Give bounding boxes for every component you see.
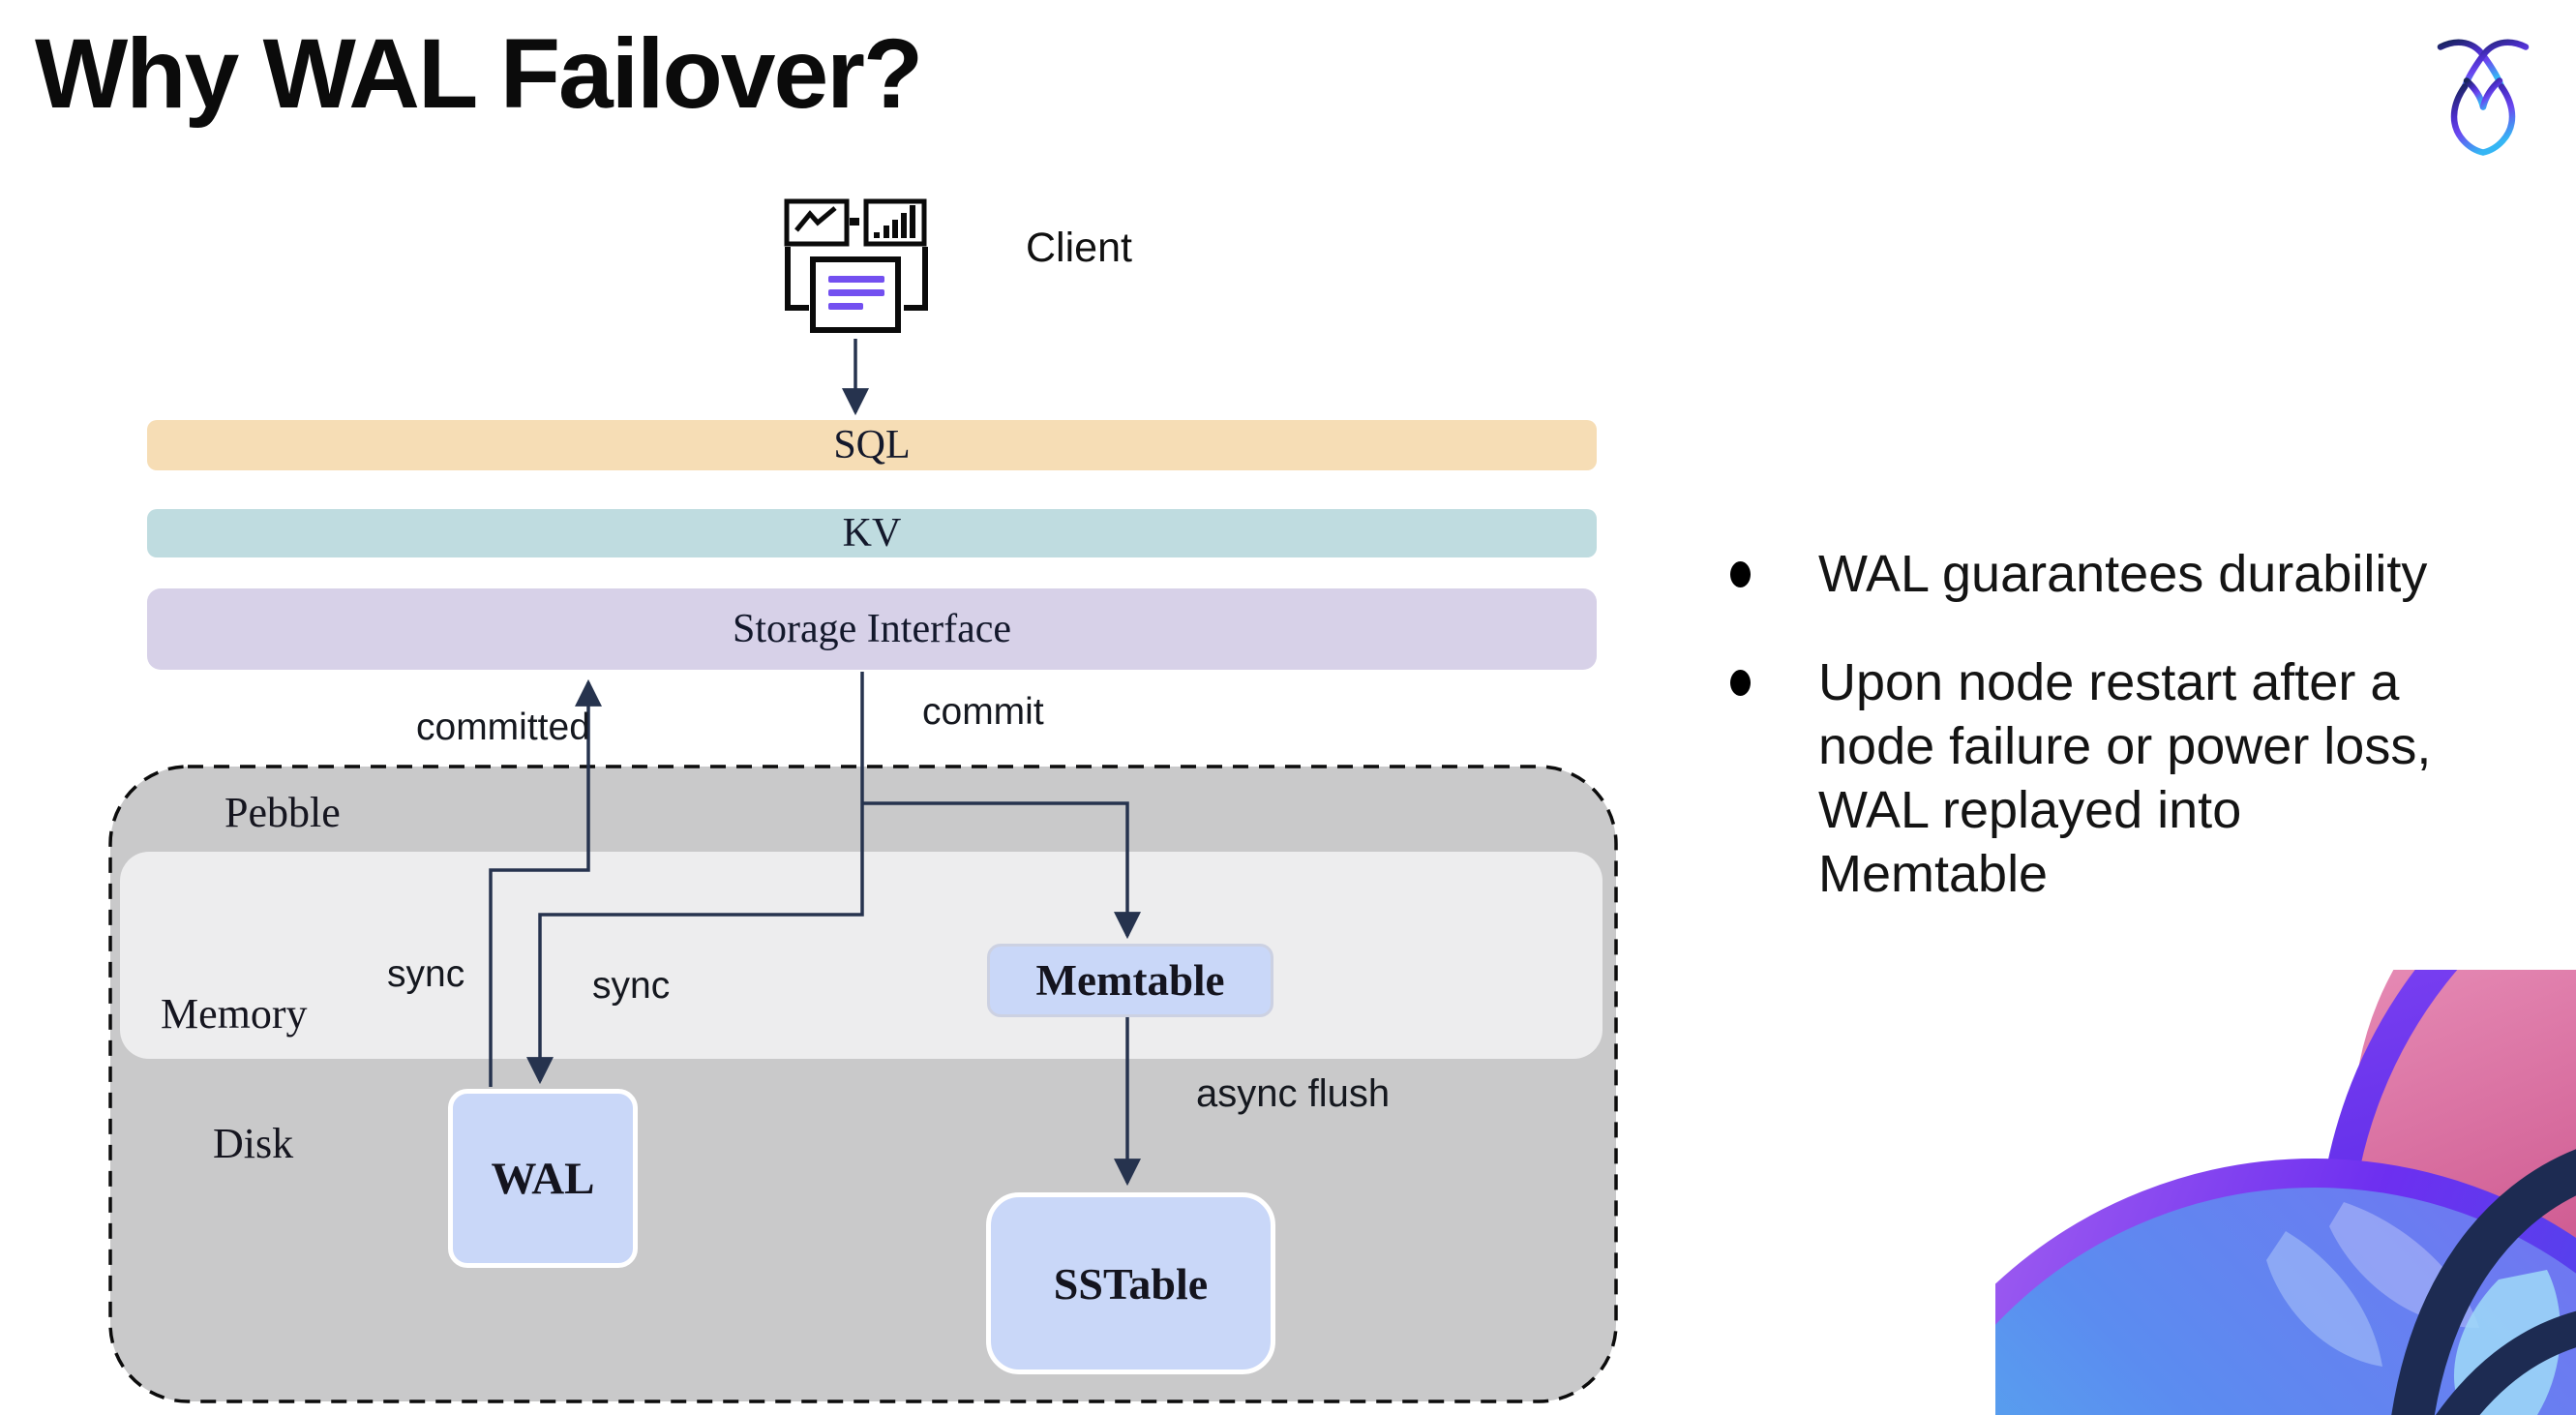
bullet-list: WAL guarantees durability Upon node rest… <box>1724 542 2518 950</box>
art-navy-curve <box>2391 1149 2576 1415</box>
layer-label: KV <box>842 511 902 556</box>
layer-kv: KV <box>147 509 1597 557</box>
layer-label: SQL <box>833 423 911 467</box>
layer-storage-interface: Storage Interface <box>147 588 1597 670</box>
disk-label: Disk <box>213 1120 294 1167</box>
bullet-dot <box>1730 561 1751 587</box>
edge-label-committed: committed <box>416 707 590 748</box>
dash-glyph <box>850 218 859 226</box>
node-memtable: Memtable <box>987 944 1273 1017</box>
edge-label-sync-right: sync <box>592 965 671 1007</box>
pebble-label: Pebble <box>225 789 341 836</box>
cockroachdb-logo-icon <box>2437 39 2530 156</box>
bar-chart-icon <box>863 198 927 247</box>
art-light-petal <box>2266 1231 2382 1367</box>
bullet-item: WAL guarantees durability <box>1724 542 2518 606</box>
edge-label-async-flush: async flush <box>1196 1072 1391 1115</box>
bullet-dot <box>1730 670 1751 696</box>
edge-label-commit: commit <box>922 691 1044 733</box>
art-navy-curve <box>2436 1310 2576 1415</box>
page-title: Why WAL Failover? <box>35 18 923 129</box>
line-chart-icon <box>784 198 850 247</box>
corner-art <box>1995 970 2576 1415</box>
node-label: Memtable <box>1035 956 1225 1005</box>
node-label: WAL <box>491 1153 595 1204</box>
node-wal: WAL <box>448 1089 638 1268</box>
memory-region <box>120 852 1603 1059</box>
node-sstable: SSTable <box>986 1192 1275 1374</box>
bullet-item: Upon node restart after a node failure o… <box>1724 650 2518 906</box>
layer-sql: SQL <box>147 420 1597 470</box>
edge-label-sync-left: sync <box>387 953 465 995</box>
bullet-text: WAL guarantees durability <box>1818 545 2428 603</box>
memory-label: Memory <box>161 990 308 1038</box>
client-icon <box>784 198 928 333</box>
bullet-text: Upon node restart after a node failure o… <box>1818 653 2432 903</box>
client-label: Client <box>1026 225 1132 271</box>
layer-label: Storage Interface <box>733 607 1011 651</box>
art-sphere-ring <box>1995 1159 2576 1325</box>
document-icon <box>785 247 928 333</box>
node-label: SSTable <box>1053 1258 1209 1309</box>
